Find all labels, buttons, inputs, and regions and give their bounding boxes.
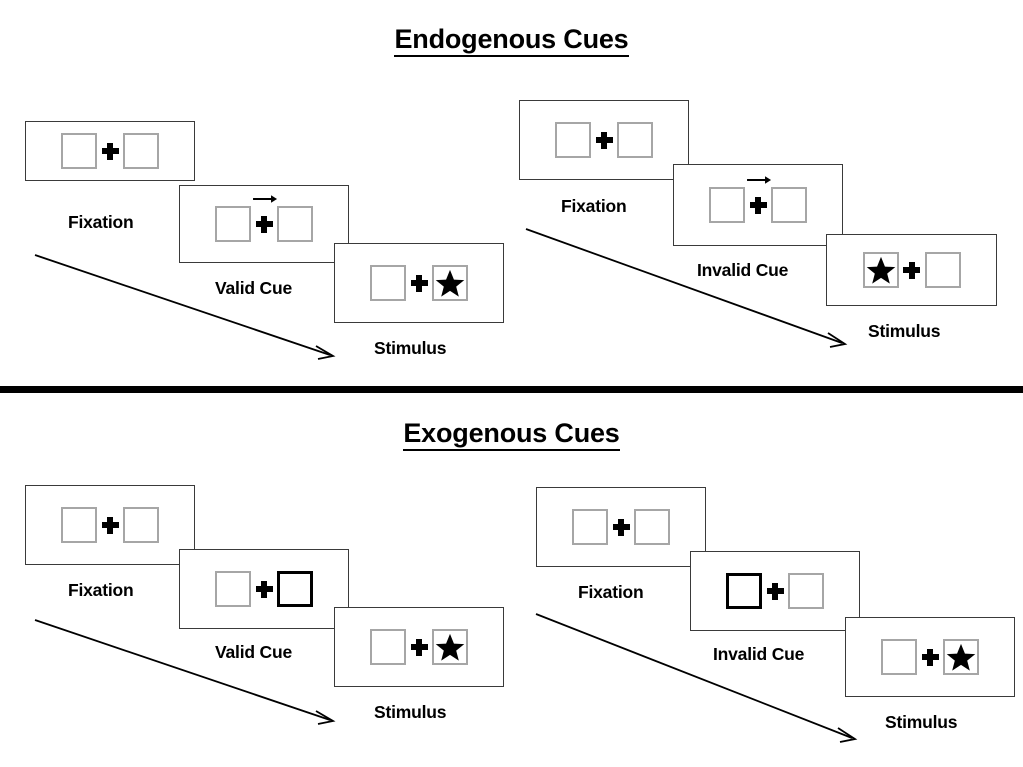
arrow-right-cue-icon	[253, 195, 278, 203]
fixation-cross-icon	[899, 252, 925, 288]
placeholder-box-left	[555, 122, 591, 158]
frame-label-stimulus: Stimulus	[868, 321, 941, 341]
placeholder-box-right	[277, 206, 313, 242]
fixation-cross-icon	[608, 509, 634, 545]
trial-frame-fixation	[519, 100, 689, 180]
frame-label-stimulus: Stimulus	[374, 338, 447, 358]
fixation-cross-icon	[406, 265, 432, 301]
fixation-cross-icon	[251, 195, 278, 242]
placeholder-box-right	[788, 573, 824, 609]
frame-label-stimulus: Stimulus	[885, 712, 958, 732]
fixation-cross-icon	[917, 639, 943, 675]
placeholder-box-left	[215, 571, 251, 607]
star-stimulus-icon	[946, 643, 976, 671]
placeholder-box-right	[634, 509, 670, 545]
placeholder-box-right	[924, 252, 961, 288]
placeholder-box-left	[881, 639, 917, 675]
placeholder-box-right-with-star	[943, 639, 979, 675]
placeholder-box-right	[123, 507, 159, 543]
placeholder-box-left	[61, 133, 97, 169]
trial-frame-fixation	[25, 121, 195, 181]
frame-label-invalid-cue: Invalid Cue	[713, 644, 805, 664]
frame-label-valid-cue: Valid Cue	[215, 278, 292, 298]
trial-frame-valid-cue	[179, 549, 349, 629]
section-title-endogenous: Endogenous Cues	[0, 24, 1023, 57]
placeholder-box-right-with-star	[432, 629, 468, 665]
trial-frame-fixation	[25, 485, 195, 565]
frame-label-fixation: Fixation	[68, 580, 134, 600]
placeholder-box-left	[370, 265, 406, 301]
frame-label-fixation: Fixation	[561, 196, 627, 216]
placeholder-box-left-cued	[726, 573, 762, 609]
fixation-cross-icon	[251, 571, 277, 607]
placeholder-box-left	[572, 509, 608, 545]
star-stimulus-icon	[435, 269, 465, 297]
trial-frame-stimulus	[826, 234, 997, 306]
trial-frame-fixation	[536, 487, 706, 567]
placeholder-box-left	[61, 507, 97, 543]
section-title-exogenous: Exogenous Cues	[0, 418, 1023, 451]
placeholder-box-left	[370, 629, 406, 665]
frame-label-fixation: Fixation	[578, 582, 644, 602]
section-title-endogenous-text: Endogenous Cues	[394, 24, 629, 57]
placeholder-box-left	[215, 206, 251, 242]
frame-label-fixation: Fixation	[68, 212, 134, 232]
trial-frame-valid-cue	[179, 185, 349, 263]
star-stimulus-icon	[435, 633, 465, 661]
section-title-exogenous-text: Exogenous Cues	[403, 418, 620, 451]
placeholder-box-left	[709, 187, 745, 223]
placeholder-box-right	[617, 122, 653, 158]
placeholder-box-right	[123, 133, 159, 169]
trial-frame-invalid-cue	[673, 164, 843, 246]
placeholder-box-left-with-star	[862, 252, 899, 288]
star-stimulus-icon	[866, 256, 895, 284]
fixation-cross-icon	[745, 176, 772, 223]
arrow-right-cue-icon	[747, 176, 772, 184]
frame-label-invalid-cue: Invalid Cue	[697, 260, 789, 280]
trial-frame-stimulus	[334, 607, 504, 687]
placeholder-box-right	[771, 187, 807, 223]
fixation-cross-icon	[591, 122, 617, 158]
fixation-cross-icon	[762, 573, 788, 609]
fixation-cross-icon	[97, 507, 123, 543]
trial-frame-invalid-cue	[690, 551, 860, 631]
fixation-cross-icon	[406, 629, 432, 665]
fixation-cross-icon	[97, 133, 123, 169]
placeholder-box-right-with-star	[432, 265, 468, 301]
trial-frame-stimulus	[845, 617, 1015, 697]
trial-frame-stimulus	[334, 243, 504, 323]
frame-label-stimulus: Stimulus	[374, 702, 447, 722]
section-divider	[0, 386, 1023, 393]
placeholder-box-right-cued	[277, 571, 313, 607]
frame-label-valid-cue: Valid Cue	[215, 642, 292, 662]
